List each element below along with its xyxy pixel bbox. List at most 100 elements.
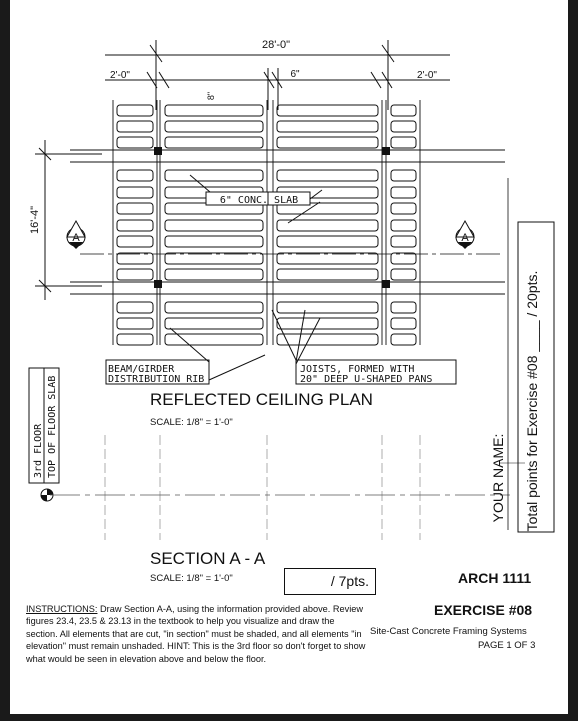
joist-pan: [164, 235, 264, 248]
dim-tick: [38, 147, 52, 161]
joist-pan: [276, 252, 379, 265]
joist-pan: [276, 120, 379, 133]
joist-pan: [164, 268, 264, 281]
drawing-sheet: A A 28'-0" 2'-0" 2'-0" 6" 8" 16'-4" 6" CONC. SLA…: [10, 0, 568, 714]
section-marker-letter: A: [72, 232, 80, 244]
level-marker-fill: [41, 489, 53, 501]
column-mark: [382, 280, 390, 288]
joist-pan: [116, 186, 154, 199]
your-name-label: YOUR NAME:: [490, 433, 506, 523]
joist-pan: [276, 202, 379, 215]
joist-pan: [116, 104, 154, 117]
callout-beam-leader: [169, 327, 210, 363]
joist-pan: [390, 252, 417, 265]
callout-joists-leader: [295, 309, 306, 363]
level-label-1: 3rd FLOOR: [33, 423, 44, 478]
joist-pan: [164, 219, 264, 232]
joist-pan: [276, 317, 379, 330]
joist-arrow: [287, 201, 321, 224]
joist-pan: [164, 301, 264, 314]
instructions-label: INSTRUCTIONS:: [26, 604, 98, 614]
points-box: [517, 221, 555, 533]
callout-joists-text-1: JOISTS, FORMED WITH: [300, 364, 414, 375]
joist-pan: [164, 136, 264, 149]
joist-pan: [164, 317, 264, 330]
joist-pan: [276, 301, 379, 314]
joist-pan: [116, 202, 154, 215]
dim-tick: [271, 71, 283, 89]
dim-tick: [263, 71, 275, 89]
callout-joists-text-2: 20" DEEP U-SHAPED PANS: [300, 374, 432, 385]
section-marker-letter: A: [461, 232, 469, 244]
joist-pan: [276, 136, 379, 149]
total-points-label: Total points for Exercise #08 ____ / 20p…: [524, 270, 540, 532]
joist-pan: [390, 333, 417, 346]
joist-pan: [116, 268, 154, 281]
level-label-2: TOP OF FLOOR SLAB: [47, 376, 58, 478]
section-marker-pointer: [69, 242, 83, 249]
joist-pan: [164, 120, 264, 133]
dim-tick: [146, 71, 158, 89]
joist-pan: [276, 333, 379, 346]
dim-tick: [158, 71, 170, 89]
dim-left-label: 2'-0": [110, 70, 130, 81]
joist-pan: [164, 104, 264, 117]
section-points-box: / 7pts.: [284, 568, 376, 595]
reflected-ceiling-plan-drawing: A A 28'-0" 2'-0" 2'-0" 6" 8" 16'-4" 6" CONC. SLA…: [28, 39, 555, 540]
joist-pan: [116, 235, 154, 248]
dim-tick: [38, 279, 52, 293]
joist-pan: [116, 120, 154, 133]
callout-beam-box: [105, 359, 210, 385]
joist-pan: [116, 219, 154, 232]
joist-pan: [276, 104, 379, 117]
joist-pan: [276, 169, 379, 182]
course-number: ARCH 1111: [458, 570, 532, 586]
joist-pan: [390, 169, 417, 182]
callout-slab: 6" CONC. SLAB: [205, 191, 311, 206]
joist-pan: [116, 136, 154, 149]
dim-right-label: 2'-0": [417, 70, 437, 81]
section-points: / 7pts.: [330, 573, 369, 589]
joist-pan: [164, 252, 264, 265]
joist-pan: [164, 169, 264, 182]
joist-pan: [390, 202, 417, 215]
callout-slab-leader: [189, 174, 211, 193]
dim-rib-label: 6": [290, 69, 300, 80]
joist-pan: [116, 317, 154, 330]
callout-beam-text-2: DISTRIBUTION RIB: [108, 374, 204, 385]
dim-slab-label: 8": [206, 92, 216, 100]
instructions: INSTRUCTIONS: Draw Section A-A, using th…: [26, 603, 366, 665]
section-scale: SCALE: 1/8" = 1'-0": [150, 573, 233, 584]
joist-pan: [116, 252, 154, 265]
joist-pan: [390, 235, 417, 248]
joist-pan: [116, 301, 154, 314]
dim-bay-label: 16'-4": [29, 206, 41, 234]
exercise-title: EXERCISE #08: [434, 602, 533, 618]
column-mark: [382, 147, 390, 155]
section-marker-arrow: [455, 219, 475, 238]
instructions-body: Draw Section A-A, using the information …: [26, 604, 366, 664]
callout-joists-leader: [271, 309, 297, 361]
section-title: SECTION A - A: [150, 549, 266, 568]
callout-joists-box: [295, 359, 457, 385]
page-number: PAGE 1 OF 3: [478, 640, 536, 651]
joist-pan: [390, 186, 417, 199]
dim-tick: [381, 71, 393, 89]
joist-pan: [276, 235, 379, 248]
callout-beam-text-1: BEAM/GIRDER: [108, 364, 175, 375]
plan-title: REFLECTED CEILING PLAN: [150, 390, 373, 409]
joist-pan: [390, 317, 417, 330]
column-mark: [154, 280, 162, 288]
callout-joists-leader: [295, 317, 321, 365]
joist-pan: [390, 104, 417, 117]
joist-pan: [390, 301, 417, 314]
joist-pan: [116, 333, 154, 346]
dim-overall-label: 28'-0": [262, 39, 290, 51]
plan-scale: SCALE: 1/8" = 1'-0": [150, 417, 233, 428]
section-marker-arrow: [66, 219, 86, 238]
joist-pan: [390, 219, 417, 232]
exercise-subtitle: Site-Cast Concrete Framing Systems: [370, 626, 527, 637]
joist-pan: [390, 136, 417, 149]
callout-slab-leader: [309, 189, 323, 200]
callout-beam-leader: [208, 354, 266, 381]
